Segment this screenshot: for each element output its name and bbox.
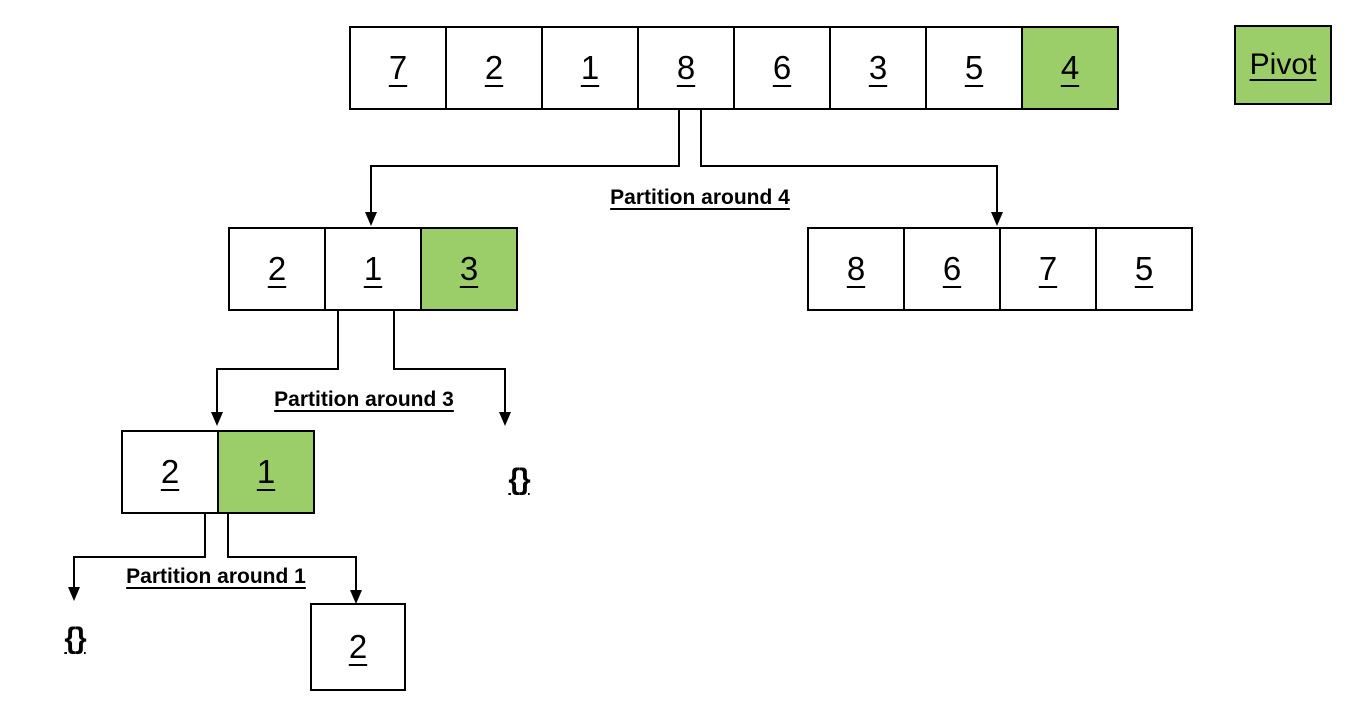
arrowhead-level3-empty [68, 587, 80, 601]
arrowhead-level2-empty [499, 412, 511, 426]
array-cell: 5 [1095, 227, 1193, 311]
array-level3-left: 2 1 [121, 430, 315, 514]
arrowhead-level2-left [211, 412, 223, 426]
array-cell-pivot: 3 [420, 227, 518, 311]
array-cell: 1 [541, 26, 639, 110]
array-cell: 1 [324, 227, 422, 311]
empty-set-level2-right: {} [508, 463, 530, 496]
array-cell: 2 [121, 430, 219, 514]
array-cell-pivot: 1 [217, 430, 315, 514]
array-cell-pivot: 4 [1021, 26, 1119, 110]
array-initial: 7 2 1 8 6 3 5 4 [349, 26, 1119, 110]
array-cell: 8 [807, 227, 905, 311]
array-cell: 2 [445, 26, 543, 110]
partition-label-3: Partition around 3 [274, 388, 454, 411]
array-cell: 7 [349, 26, 447, 110]
array-cell: 7 [999, 227, 1097, 311]
array-cell: 2 [310, 603, 406, 691]
arrowhead-root-right [991, 212, 1003, 226]
array-cell: 6 [903, 227, 1001, 311]
partition-label-1: Partition around 1 [126, 565, 306, 588]
array-level2-right: 8 6 7 5 [807, 227, 1193, 311]
arrowhead-root-left [365, 212, 377, 226]
array-cell: 6 [733, 26, 831, 110]
array-level4-right: 2 [310, 603, 406, 691]
arrowhead-level3-single [350, 590, 362, 604]
array-cell: 5 [925, 26, 1023, 110]
empty-set-level3-left: {} [64, 622, 86, 655]
array-level2-left: 2 1 3 [228, 227, 518, 311]
partition-label-4: Partition around 4 [610, 186, 790, 209]
array-cell: 8 [637, 26, 735, 110]
array-cell: 2 [228, 227, 326, 311]
array-cell: 3 [829, 26, 927, 110]
pivot-legend: Pivot [1234, 25, 1332, 105]
